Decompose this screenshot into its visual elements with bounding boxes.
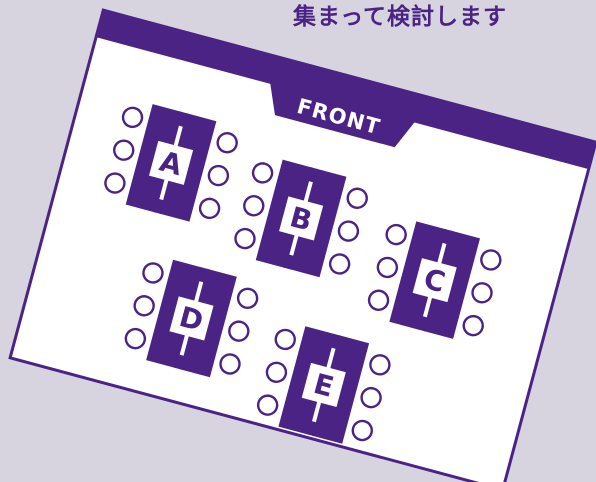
front-banner: [96, 10, 596, 170]
desk-joint-top: [177, 111, 189, 128]
seat-icon: [337, 220, 360, 242]
seat-icon: [113, 139, 135, 161]
seat-icon: [216, 132, 238, 154]
seat-icon: [360, 386, 382, 409]
seat-icon: [462, 314, 484, 337]
front-tab: [270, 82, 416, 148]
desk-joint-bottom: [306, 420, 318, 437]
table-label-box: [301, 362, 346, 408]
desk-joint-bottom: [283, 254, 296, 270]
seat-icon: [228, 320, 250, 342]
table-label-box: [169, 296, 214, 341]
desk-joint-bottom: [174, 354, 186, 370]
desk-joint-top: [329, 333, 342, 350]
seat-icon: [124, 327, 147, 350]
table-label-box: [149, 140, 194, 185]
desk-joint-top: [197, 267, 209, 283]
seat-icon: [328, 253, 351, 275]
seat-icon: [385, 223, 407, 246]
seat-icon: [219, 353, 241, 375]
desk-joint-top: [307, 167, 319, 183]
seat-icon: [346, 187, 368, 209]
table-group-e: E: [256, 326, 391, 444]
seat-icon: [234, 227, 256, 250]
desk-joint-bottom: [153, 198, 166, 215]
seat-icon: [142, 262, 164, 284]
desk-joint-bottom: [417, 315, 429, 332]
seat-icon: [480, 249, 502, 271]
table-group-a: A: [104, 104, 238, 222]
seat-icon: [198, 197, 221, 220]
seat-icon: [121, 106, 144, 129]
seat-icon: [251, 162, 274, 184]
table-group-c: C: [367, 221, 502, 339]
seat-icon: [133, 295, 155, 317]
seat-icon: [351, 419, 374, 442]
seat-icon: [376, 256, 399, 279]
table-group-d: D: [124, 259, 259, 378]
seat-icon: [104, 172, 126, 194]
seat-icon: [256, 394, 279, 416]
table-label-box: [279, 196, 324, 241]
seat-icon: [471, 282, 493, 304]
seat-icon: [207, 164, 230, 187]
seat-icon: [274, 328, 296, 351]
page-heading: 集まって検討します: [293, 4, 507, 30]
seat-icon: [236, 287, 259, 310]
desk-joint-top: [440, 228, 453, 245]
table-group-b: B: [234, 159, 368, 278]
table-label-box: [412, 258, 457, 303]
seat-icon: [367, 289, 390, 311]
seat-icon: [369, 354, 391, 376]
seat-icon: [243, 195, 265, 217]
seat-icon: [265, 361, 288, 383]
